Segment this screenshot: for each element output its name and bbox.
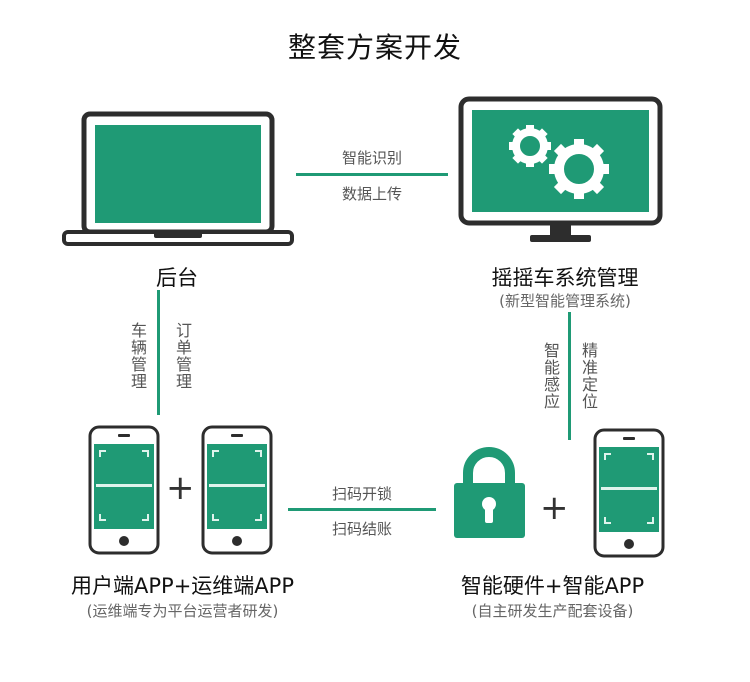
edge-top-label-b: 数据上传 (341, 185, 402, 203)
connector-left (157, 290, 160, 415)
gear-icon (509, 125, 551, 167)
apps-label: 用户端APP+运维端APP (71, 574, 294, 598)
backend-label: 后台 (156, 266, 198, 290)
edge-bottom-label-b: 扫码结账 (331, 520, 392, 538)
edge-left-label-a: 车辆管理 (128, 322, 147, 390)
smartphone-icon (593, 428, 665, 558)
connector-top (296, 173, 448, 176)
plus-sign: + (540, 488, 569, 528)
hardware-sublabel: (自主研发生产配套设备) (471, 602, 634, 620)
plus-sign: + (166, 468, 195, 508)
management-label: 摇摇车系统管理 (491, 266, 639, 290)
page-title: 整套方案开发 (287, 31, 462, 64)
edge-right-label-b: 精准定位 (579, 342, 598, 410)
smartphone-icon (201, 425, 273, 555)
edge-left-label-b: 订单管理 (173, 322, 192, 390)
laptop-icon (62, 110, 294, 250)
apps-sublabel: (运维端专为平台运营者研发) (86, 602, 279, 620)
edge-bottom-label-a: 扫码开锁 (331, 485, 392, 503)
hardware-label: 智能硬件+智能APP (460, 574, 645, 598)
smartphone-icon (88, 425, 160, 555)
management-sublabel: (新型智能管理系统) (499, 292, 631, 310)
connector-right (568, 312, 571, 440)
gear-icon (549, 139, 609, 199)
edge-top-label-a: 智能识别 (341, 149, 402, 167)
monitor-icon (458, 96, 663, 246)
connector-bottom (288, 508, 436, 511)
padlock-icon (452, 445, 527, 540)
edge-right-label-a: 智能感应 (541, 342, 560, 410)
